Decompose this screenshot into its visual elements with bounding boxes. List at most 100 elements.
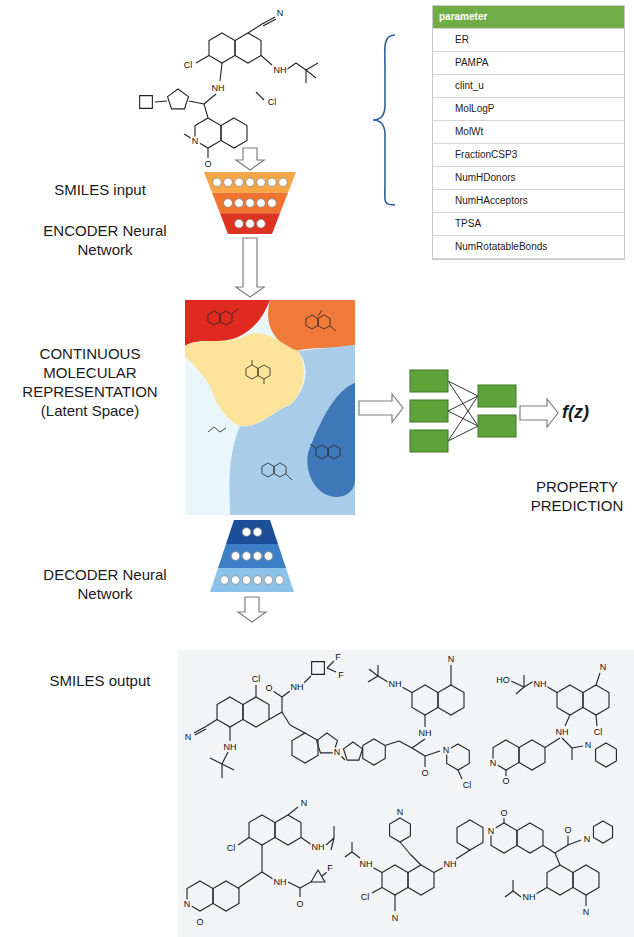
- atom-label: N: [391, 914, 400, 923]
- prediction-network: [410, 370, 516, 452]
- molecule-bond: [220, 428, 226, 432]
- molecule-bond: [204, 104, 208, 118]
- molecule-bond: [424, 756, 425, 767]
- atom-label: Cl: [226, 844, 237, 853]
- molecule-bond: [304, 676, 311, 683]
- neuron: [264, 552, 273, 561]
- molecule-bond: [555, 845, 568, 853]
- function-label: f(z): [562, 401, 612, 424]
- molecule-bond: [399, 741, 412, 748]
- atom-label: N: [184, 733, 193, 742]
- molecule-bond: [288, 807, 298, 815]
- atom-label: N: [584, 741, 593, 750]
- molecule-bond: [568, 840, 581, 845]
- atom-label: O: [295, 900, 304, 909]
- molecule-bond: [505, 770, 506, 776]
- molecule-ring: [209, 33, 235, 63]
- molecule-ring: [274, 463, 286, 477]
- molecule-ring: [318, 315, 330, 329]
- molecule-bond: [264, 379, 265, 384]
- table-cell: FractionCSP3: [433, 144, 624, 167]
- molecule-bond: [385, 741, 399, 746]
- table-header: parameter: [433, 6, 624, 29]
- network-layer: [210, 568, 294, 592]
- stage-label: DECODER Neural Network: [40, 566, 170, 604]
- molecule-bond: [545, 738, 560, 748]
- molecule-bond: [306, 63, 318, 70]
- molecule-ring: [390, 818, 411, 842]
- molecule-bond: [536, 888, 547, 895]
- molecule-ring: [412, 685, 438, 715]
- atom-label: N: [489, 759, 498, 768]
- molecule-bond: [402, 687, 412, 693]
- molecule-bond: [305, 70, 306, 83]
- atom-label: NH: [211, 84, 226, 93]
- network-link: [448, 396, 478, 441]
- molecule-ring: [262, 463, 274, 477]
- table-cell: MolLogP: [433, 98, 624, 121]
- atom-label: Cl: [462, 781, 473, 790]
- input-molecule: [140, 17, 318, 158]
- atom-label: Cl: [593, 728, 604, 737]
- molecule-bond: [596, 715, 597, 726]
- molecule-ring: [316, 445, 328, 459]
- molecule-bond: [572, 746, 583, 748]
- atom-label: F: [326, 864, 334, 873]
- neuron: [231, 552, 240, 561]
- molecule-ring: [408, 865, 434, 895]
- table-cell: TPSA: [433, 213, 624, 236]
- molecule-ring: [246, 365, 258, 379]
- molecule-bond: [412, 739, 425, 748]
- molecule-bond: [282, 691, 290, 697]
- stage-label: SMILES output: [30, 672, 170, 691]
- neuron: [253, 552, 262, 561]
- network-layer: [218, 544, 286, 568]
- table-cell: ER: [433, 29, 624, 52]
- molecule-ring: [573, 865, 599, 895]
- molecule-bond: [214, 427, 220, 432]
- molecule-bond: [513, 891, 521, 897]
- molecule-ring: [593, 821, 612, 843]
- molecule-bond: [204, 94, 216, 104]
- molecule-bond: [229, 727, 230, 741]
- molecule-bond: [189, 101, 204, 104]
- atom-label: NH: [522, 893, 537, 902]
- neuron: [235, 219, 244, 228]
- molecule-bond: [543, 846, 555, 854]
- atom-label: HO: [495, 676, 511, 685]
- atom-label: N: [442, 746, 451, 755]
- molecule-bond: [345, 852, 352, 857]
- table-cell: NumHAcceptors: [433, 190, 624, 213]
- neuron: [246, 199, 255, 208]
- molecule-bond: [306, 70, 316, 78]
- stage-label: (Latent Space): [10, 402, 170, 421]
- molecule-bond: [352, 852, 360, 858]
- molecule-bond: [368, 676, 378, 682]
- atom-label: F: [334, 653, 342, 662]
- molecule-bond: [596, 673, 600, 685]
- atom-label: N: [183, 900, 192, 909]
- network-layer: [212, 193, 288, 214]
- atom-label: N: [396, 808, 405, 817]
- molecule-bond: [327, 661, 334, 668]
- output-panel: [178, 650, 634, 937]
- neuron: [253, 576, 262, 585]
- neuron: [264, 576, 273, 585]
- molecule-ring: [220, 311, 232, 325]
- latent-region: [185, 300, 355, 515]
- molecule-ring: [547, 865, 573, 895]
- network-unit: [410, 400, 448, 422]
- neuron: [246, 219, 255, 228]
- flow-arrow: [236, 148, 264, 170]
- atom-label: NH: [311, 843, 326, 852]
- molecule-bond: [296, 63, 306, 70]
- molecule-bond: [511, 681, 524, 687]
- molecule-ring: [213, 881, 239, 911]
- molecule-bond: [255, 685, 256, 697]
- molecule-bond: [327, 668, 336, 672]
- molecule-ring: [140, 96, 153, 109]
- atom-label: NH: [533, 680, 548, 689]
- molecule-bond: [262, 872, 273, 879]
- neuron: [257, 178, 266, 187]
- molecule-ring: [519, 740, 545, 770]
